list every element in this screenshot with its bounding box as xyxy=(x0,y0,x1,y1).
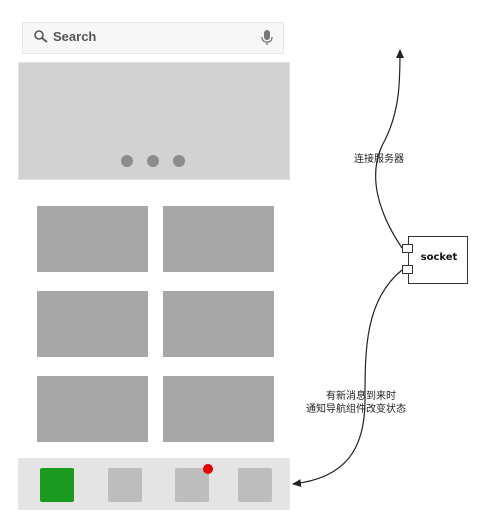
grid-tile[interactable] xyxy=(37,376,148,442)
grid-tile[interactable] xyxy=(163,206,274,272)
grid-tile[interactable] xyxy=(163,291,274,357)
carousel-dot[interactable] xyxy=(121,155,133,167)
notify-label-line2: 通知导航组件改变状态 xyxy=(306,404,406,415)
bottom-navigation xyxy=(18,458,290,510)
socket-port xyxy=(402,265,413,274)
socket-component: socket xyxy=(408,236,468,284)
nav-tab[interactable] xyxy=(175,468,209,502)
notify-label-line1: 有新消息到来时 xyxy=(326,391,396,402)
search-placeholder[interactable]: Search xyxy=(53,29,97,44)
nav-tab[interactable] xyxy=(108,468,142,502)
socket-label: socket xyxy=(420,252,458,263)
nav-tab-active[interactable] xyxy=(40,468,74,502)
carousel-dot[interactable] xyxy=(173,155,185,167)
connect-server-label: 连接服务器 xyxy=(354,154,404,165)
notification-badge xyxy=(203,464,213,474)
banner-carousel[interactable] xyxy=(18,62,290,180)
search-bar[interactable]: Search xyxy=(22,22,284,54)
grid-tile[interactable] xyxy=(37,206,148,272)
nav-tab[interactable] xyxy=(238,468,272,502)
grid-tile[interactable] xyxy=(163,376,274,442)
carousel-dot[interactable] xyxy=(147,155,159,167)
arrow-to-bottom-nav xyxy=(292,269,403,488)
grid-tile[interactable] xyxy=(37,291,148,357)
arrow-to-server xyxy=(375,49,404,249)
socket-port xyxy=(402,244,413,253)
mic-icon[interactable] xyxy=(259,29,275,47)
search-icon xyxy=(34,30,48,43)
